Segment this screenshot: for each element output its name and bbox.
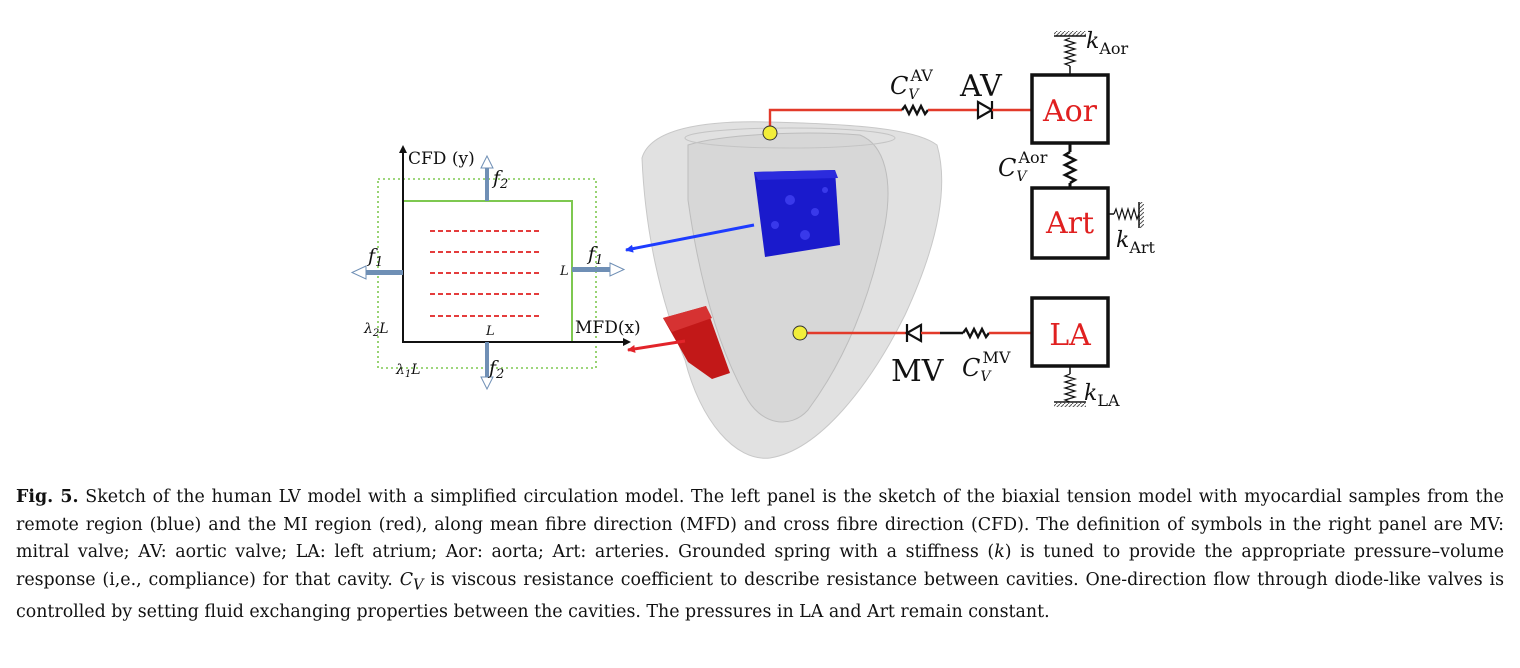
k-art-spring <box>1113 206 1140 222</box>
lv-valve-plane <box>684 127 896 149</box>
mi-sample-face <box>663 306 712 332</box>
cv-mv-resistor <box>962 326 990 340</box>
mfd-axis-label: MFD(x) <box>575 318 641 338</box>
f2-top-arrow-shaft <box>485 168 489 201</box>
aor-label: Aor <box>1042 94 1098 129</box>
mv-diode <box>904 323 923 343</box>
fibre-lines <box>430 230 542 317</box>
side-length-label-bottom: L <box>485 324 495 339</box>
lv-inlet-node <box>792 325 808 341</box>
f1-left-arrow-shaft <box>366 270 403 275</box>
remote-sample-texture <box>771 187 828 240</box>
f2-top-arrow-head <box>480 154 494 169</box>
k-aor-label: kAor <box>1086 29 1129 58</box>
av-label: AV <box>959 69 1003 104</box>
f1-right-arrow-shaft <box>572 267 610 272</box>
lambda1-length-label: λ1L <box>395 362 421 380</box>
f2-bottom-arrow-head <box>480 376 494 391</box>
remote-region-sample <box>754 170 840 257</box>
la-label: LA <box>1049 318 1091 353</box>
k-art-ground <box>1139 202 1144 228</box>
remote-sample-top-face <box>754 170 838 180</box>
f2-bottom-arrow-shaft <box>485 342 489 377</box>
cv-av-label: CVAV <box>890 66 933 103</box>
cfd-axis-label: CFD (y) <box>408 149 475 169</box>
aor-chamber <box>1030 73 1110 145</box>
cv-av-resistor <box>901 103 929 117</box>
aortic-wire <box>768 108 902 133</box>
circulation-model: Aor kAor Art kArt LA <box>762 29 1156 410</box>
f2-bottom-label: f2 <box>487 357 504 382</box>
cv-aor-resistor <box>1062 150 1078 185</box>
sample-box <box>402 200 573 343</box>
cv-mv-label: CVMV <box>962 348 1011 385</box>
side-length-label-right: L <box>559 264 569 279</box>
caption-cv-subscript: V <box>413 576 424 593</box>
figure: CFD (y) MFD(x) f2 f2 f1 f1 L L λ2L λ1L <box>350 29 1156 459</box>
mi-sample-arrow <box>627 339 686 353</box>
k-art-label: kArt <box>1116 228 1156 257</box>
figure-label: Fig. 5. <box>16 487 79 507</box>
biaxial-tension-sketch: CFD (y) MFD(x) f2 f2 f1 f1 L L λ2L λ1L <box>350 145 641 391</box>
caption-text-part3: is viscous resistance coefficient to des… <box>16 569 1504 623</box>
lv-model <box>625 121 943 459</box>
k-la-label: kLA <box>1084 381 1120 410</box>
caption-cv-symbol: C <box>399 569 413 590</box>
figure-caption: Fig. 5. Sketch of the human LV model wit… <box>16 484 1504 627</box>
caption-text-part1: Sketch of the human LV model with a simp… <box>16 487 1504 562</box>
f1-right-label: f1 <box>586 243 603 268</box>
lv-outlet-node <box>762 125 778 141</box>
f2-top-label: f2 <box>491 167 508 192</box>
caption-k-symbol: k <box>994 542 1005 562</box>
mv-label: MV <box>891 354 945 389</box>
f1-left-label: f1 <box>366 245 383 270</box>
art-label: Art <box>1045 206 1094 241</box>
k-la-ground <box>1054 402 1086 407</box>
f1-right-arrow-head <box>609 262 626 277</box>
k-la-spring <box>1062 373 1078 403</box>
art-chamber <box>1030 186 1110 260</box>
caption-text-part2: ) is tuned to provide the appropriate pr… <box>16 542 1504 590</box>
lambda2-length-label: λ2L <box>363 321 389 339</box>
k-aor-spring <box>1062 37 1078 67</box>
cv-aor-label: CVAor <box>998 148 1048 185</box>
f1-left-arrow-head <box>350 265 367 280</box>
remote-sample-arrow <box>625 223 755 253</box>
k-aor-ground <box>1054 31 1086 36</box>
